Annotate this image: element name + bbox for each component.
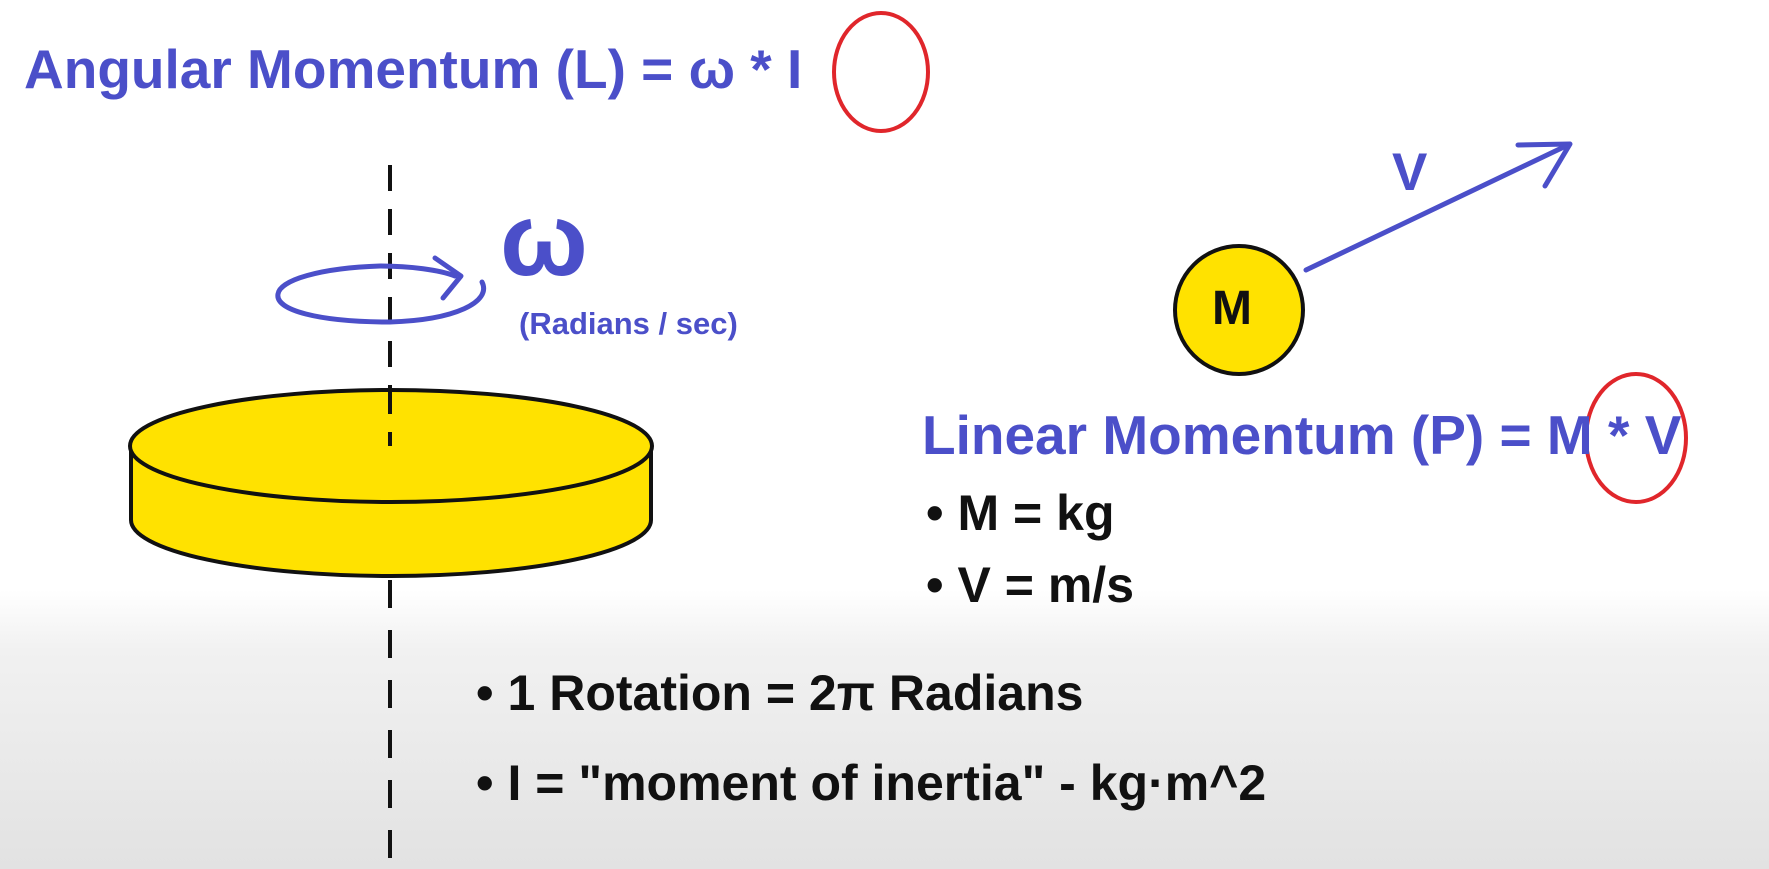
bullet-text: I = "moment of inertia" - kg·m^2 (507, 755, 1267, 811)
mass-label: M (1212, 282, 1252, 335)
rotation-arrow (275, 255, 487, 325)
omega-units-label: (Radians / sec) (519, 306, 738, 341)
bullet-text: V = m/s (957, 557, 1135, 613)
omega-symbol: ω (500, 182, 588, 298)
highlight-circle-mass (1584, 372, 1688, 504)
bullet-dot: • (476, 755, 494, 811)
bullet-dot: • (476, 665, 494, 721)
velocity-label: V (1392, 143, 1428, 202)
bullet-text: M = kg (957, 485, 1115, 541)
bullet-mass-unit: •M = kg (926, 488, 1115, 538)
linear-momentum-formula: Linear Momentum (P) = M * V (922, 404, 1682, 466)
highlight-circle-inertia (832, 11, 930, 133)
bullet-rotation-radians: •1 Rotation = 2π Radians (476, 668, 1083, 718)
mass-ball (1173, 244, 1305, 376)
angular-momentum-formula: Angular Momentum (L) = ω * I (24, 38, 803, 100)
bullet-text: 1 Rotation = 2π Radians (507, 665, 1084, 721)
velocity-arrow (1303, 141, 1573, 273)
bullet-moment-of-inertia: •I = "moment of inertia" - kg·m^2 (476, 758, 1266, 808)
spinning-disk (128, 388, 654, 578)
bullet-dot: • (926, 485, 944, 541)
bullet-velocity-unit: •V = m/s (926, 560, 1134, 610)
bullet-dot: • (926, 557, 944, 613)
